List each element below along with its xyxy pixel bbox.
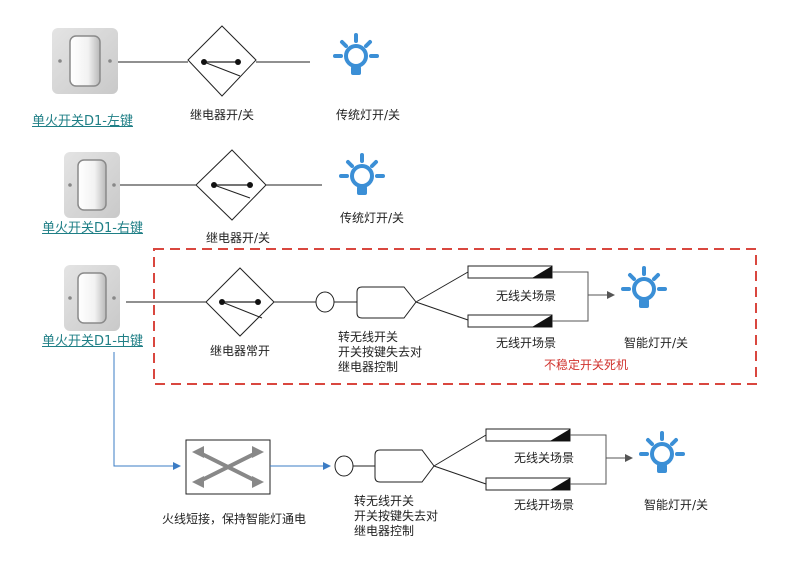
relay-normally-open (205, 267, 275, 337)
bulb-icon (621, 266, 667, 308)
scene-on-label: 无线开场景 (514, 498, 575, 512)
scene-on-label: 无线开场景 (496, 336, 557, 350)
module-label-line2: 开关按键失去对 (338, 345, 423, 359)
bulb-icon (339, 153, 385, 195)
relay-switch-1 (187, 25, 257, 97)
connector-node (315, 291, 335, 313)
scene-off-bar (485, 428, 571, 442)
module-label-line2: 开关按键失去对 (354, 509, 439, 523)
lamp-label: 传统灯开/关 (335, 108, 401, 122)
scene-on-bar (467, 314, 553, 328)
module-label-line1: 转无线开关 (338, 330, 399, 344)
bypass-label: 火线短接，保持智能灯通电 (162, 512, 307, 526)
relay-switch-2 (195, 149, 267, 221)
row4 (113, 352, 685, 495)
single-fire-switch-middle (64, 265, 120, 331)
bypass-crossover (185, 439, 271, 495)
relay-label: 继电器开/关 (205, 231, 271, 245)
bulb-icon (639, 431, 685, 473)
row3 (64, 248, 757, 385)
module-label: 转无线开关 开关按键失去对 继电器控制 (354, 494, 438, 539)
scene-off-bar (467, 265, 553, 279)
switch-label-middle[interactable]: 单火开关D1-中键 (42, 334, 143, 349)
bulb-icon (333, 33, 379, 75)
scene-off-label: 无线关场景 (496, 289, 557, 303)
switch-label-right[interactable]: 单火开关D1-右键 (42, 221, 143, 236)
lamp-label: 传统灯开/关 (339, 211, 405, 225)
wireless-module (374, 449, 435, 483)
relay-label: 继电器常开 (209, 344, 271, 358)
scene-off-label: 无线关场景 (514, 451, 575, 465)
lamp-label: 智能灯开/关 (623, 336, 689, 350)
warning-text: 不稳定开关死机 (543, 358, 629, 372)
module-label-line1: 转无线开关 (354, 494, 415, 508)
scene-on-bar (485, 477, 571, 491)
relay-label: 继电器开/关 (189, 108, 255, 122)
lamp-label: 智能灯开/关 (643, 498, 709, 512)
single-fire-switch-right (64, 152, 120, 218)
module-label: 转无线开关 开关按键失去对 继电器控制 (338, 330, 422, 375)
row2 (64, 149, 385, 221)
switch-label-left[interactable]: 单火开关D1-左键 (32, 114, 133, 129)
single-fire-switch-left (52, 28, 118, 94)
connector-node (334, 455, 354, 477)
wireless-module (356, 286, 417, 319)
module-label-line3: 继电器控制 (354, 524, 415, 538)
module-label-line3: 继电器控制 (338, 360, 399, 374)
row1 (52, 25, 379, 97)
